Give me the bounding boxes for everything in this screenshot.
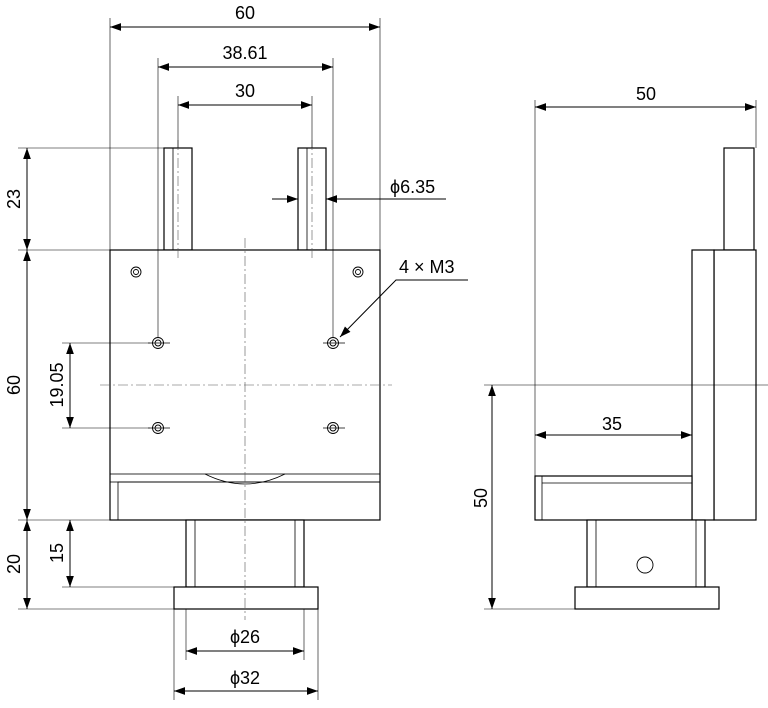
- label-pin-height: 23: [4, 189, 24, 209]
- label-overall-width: 60: [235, 3, 255, 23]
- m3-holes: [148, 337, 345, 434]
- slot-curve: [204, 473, 286, 485]
- label-pin-spacing-outer: 38.61: [222, 43, 267, 63]
- flange: [173, 586, 319, 610]
- label-flange-diameter: ϕ32: [230, 668, 260, 688]
- side-pin: [723, 147, 755, 251]
- label-thread-callout: 4 × M3: [399, 257, 455, 277]
- side-flange: [574, 586, 720, 610]
- side-view: 50 35 50: [471, 84, 768, 610]
- label-overall-depth: 50: [636, 84, 656, 104]
- label-pin-diameter: ϕ6.35: [390, 177, 435, 197]
- side-neck: [586, 519, 706, 588]
- label-neck-diameter: ϕ26: [230, 627, 260, 647]
- label-hole-spacing: 19.05: [47, 362, 67, 407]
- front-view: 60 38.61 30 ϕ6.35 4 × M3 ϕ26 ϕ32 23 60 1…: [4, 3, 468, 700]
- label-base-height: 20: [4, 554, 24, 574]
- label-neck-height: 15: [47, 543, 67, 563]
- label-axis-height: 50: [471, 488, 491, 508]
- label-pin-spacing: 30: [235, 81, 255, 101]
- thread-leader: [339, 279, 468, 338]
- label-plate-depth: 35: [602, 414, 622, 434]
- side-set-screw-hole: [636, 556, 654, 574]
- label-body-height: 60: [4, 375, 24, 395]
